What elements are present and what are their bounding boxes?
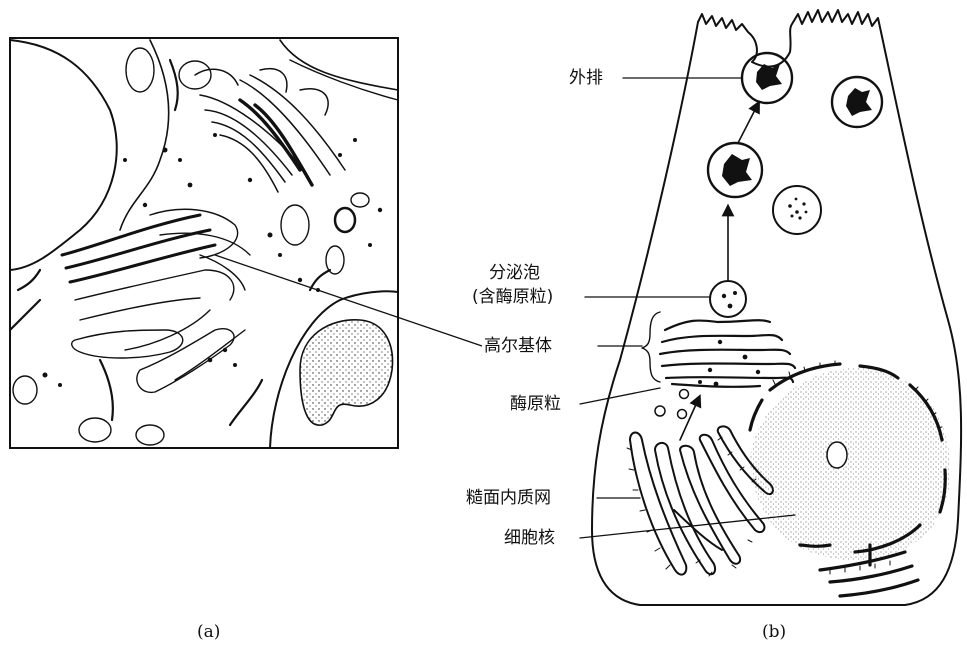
- panel-b-drawing: [580, 10, 961, 605]
- label-secretory-vesicle-note: (含酶原粒): [472, 287, 553, 307]
- panel-a-drawing: [10, 38, 398, 448]
- caption-a: (a): [197, 622, 220, 642]
- label-golgi: 高尔基体: [484, 336, 552, 356]
- rough-er: [630, 426, 773, 574]
- golgi-stack: [660, 320, 795, 387]
- caption-b: (b): [762, 622, 786, 642]
- label-nucleus: 细胞核: [504, 528, 555, 548]
- label-zymogen: 酶原粒: [510, 394, 561, 414]
- label-exocytosis: 外排: [569, 68, 603, 88]
- label-secretory-vesicle: 分泌泡: [489, 263, 540, 283]
- label-rough-er: 糙面内质网: [466, 488, 551, 508]
